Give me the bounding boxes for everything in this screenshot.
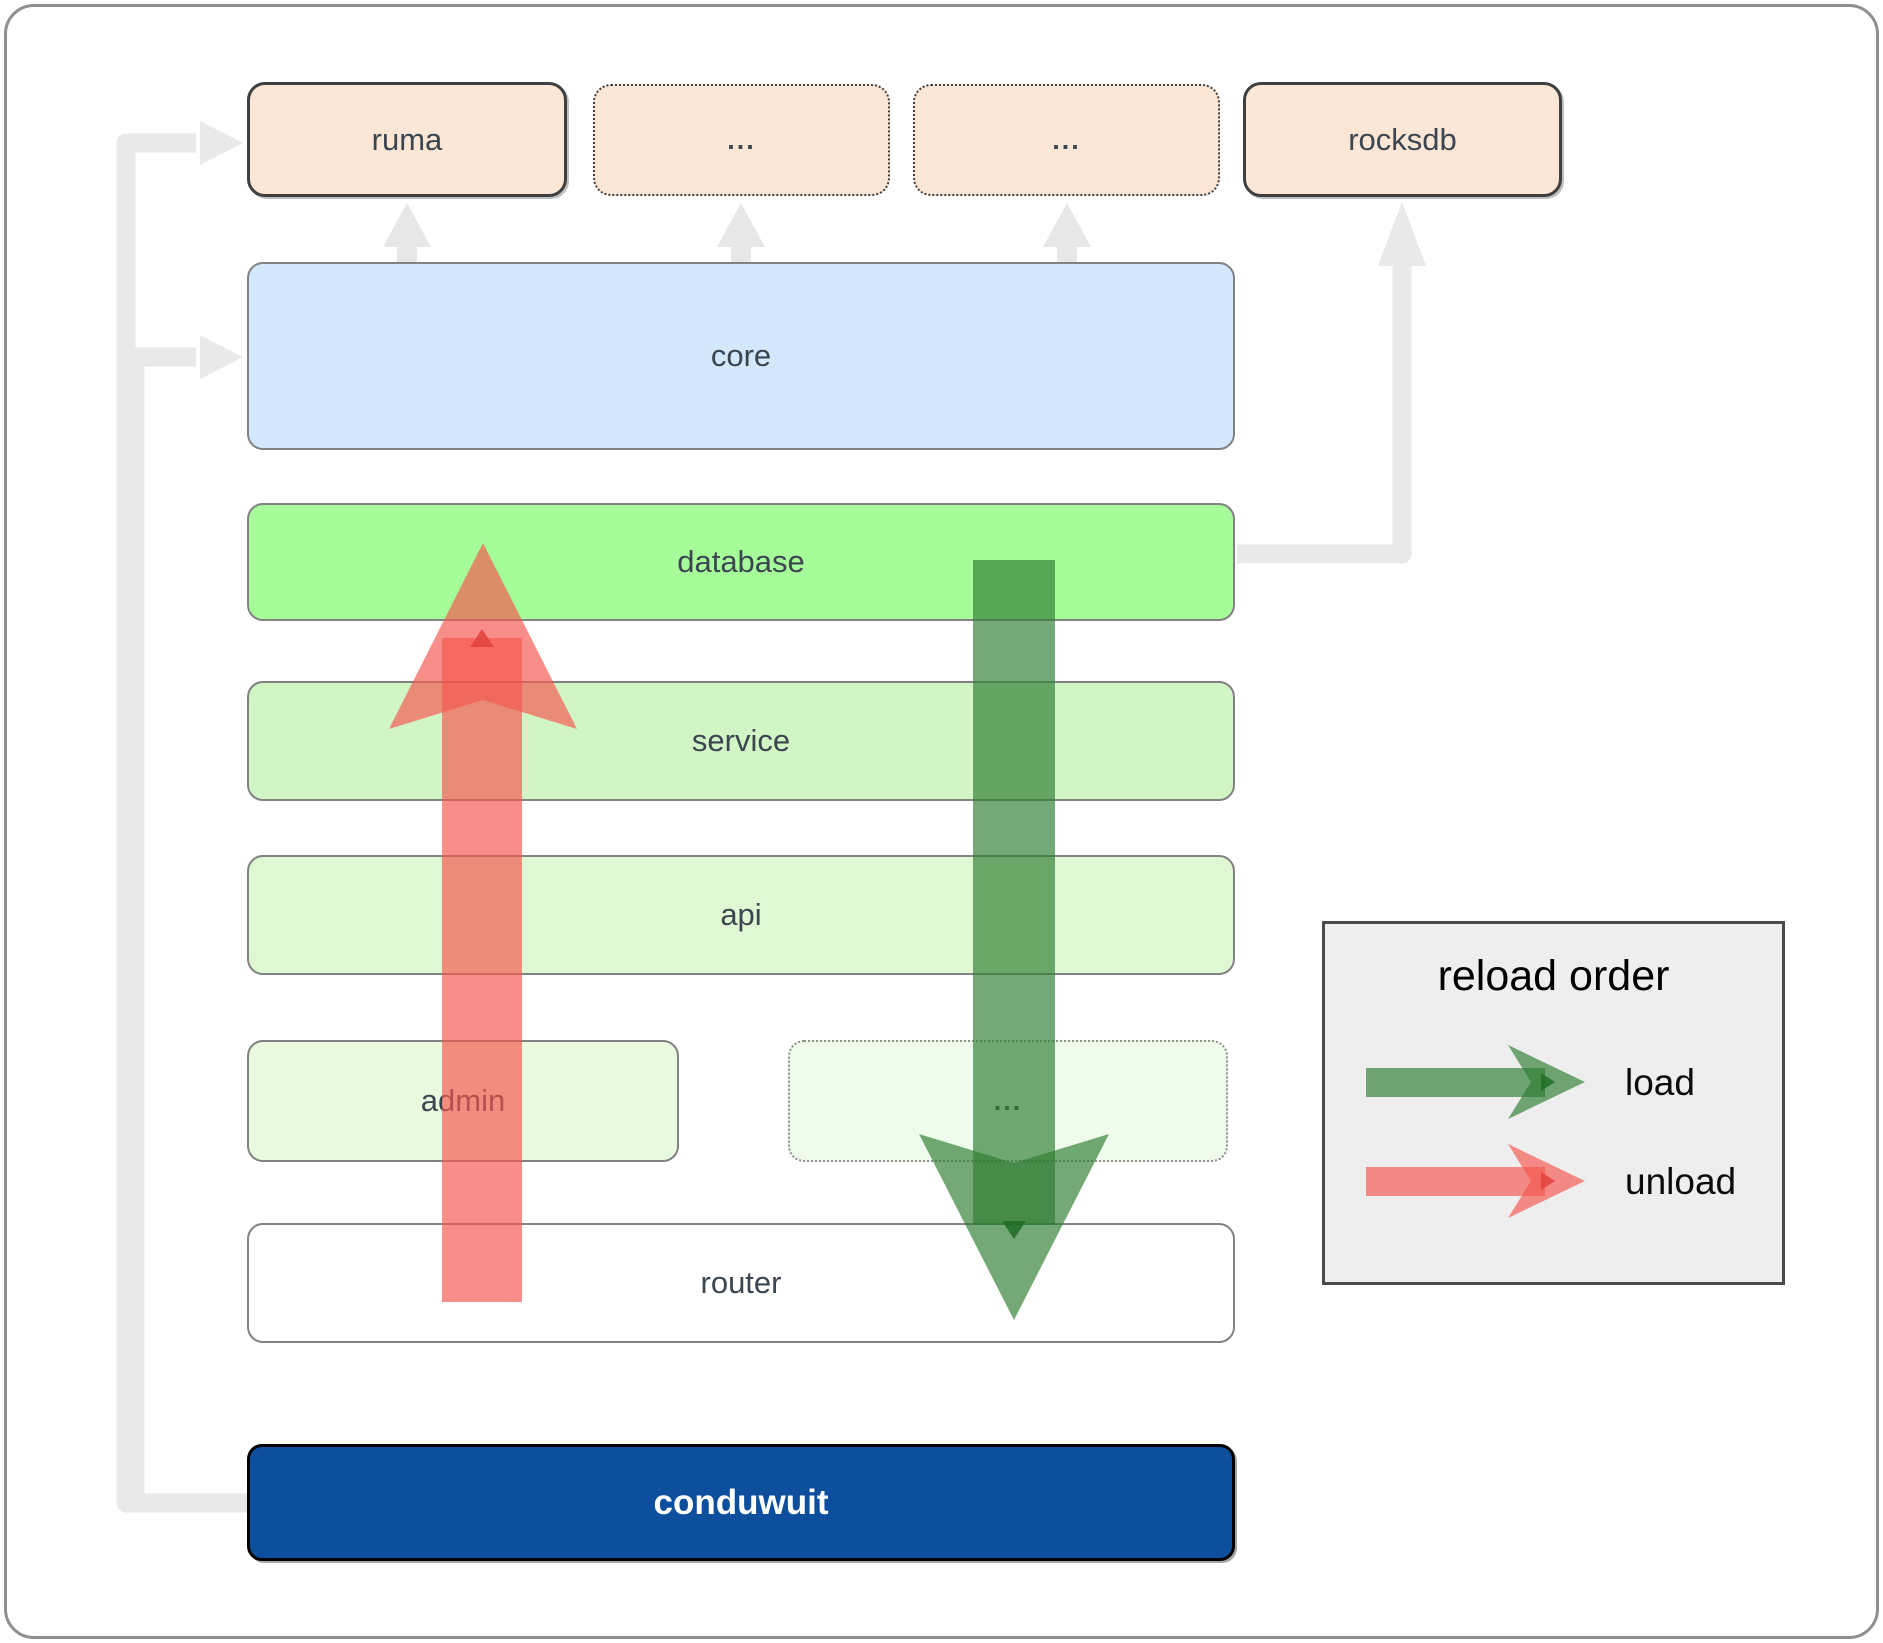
box-ellipsis-c: ... <box>788 1040 1228 1162</box>
box-ellipsis-a-label: ... <box>727 124 756 155</box>
arrowhead-into-ruma <box>200 121 243 165</box>
legend-title: reload order <box>1437 952 1670 1000</box>
box-ruma-label: ruma <box>371 121 443 157</box>
legend-load-glyph <box>1541 1073 1555 1091</box>
arrow-core-to-ruma <box>383 203 431 263</box>
box-router-label: router <box>700 1265 782 1300</box>
arrow-core-to-ellipsis-a <box>717 203 765 263</box>
legend-load-arrow <box>1366 1045 1585 1119</box>
box-conduwuit: conduwuit <box>247 1444 1235 1561</box>
box-service-label: service <box>691 723 791 758</box>
box-ellipsis-c-label: ... <box>993 1085 1023 1116</box>
box-api-label: api <box>720 897 762 932</box>
box-core-label: core <box>710 338 772 373</box>
box-ruma: ruma <box>247 82 567 197</box>
connector-conduwuit-to-core <box>125 347 252 1513</box>
legend-arrows <box>1366 1045 1585 1218</box>
box-database-label: database <box>677 544 805 579</box>
legend-unload-shaft <box>1366 1167 1545 1196</box>
arrowhead-into-core <box>200 335 243 379</box>
connector-conduwuit-to-ruma <box>116 133 252 1513</box>
box-admin-label: admin <box>420 1083 506 1118</box>
legend-unload-glyph <box>1541 1172 1555 1190</box>
box-rocksdb: rocksdb <box>1243 82 1562 197</box>
arrow-core-to-ellipsis-b <box>1043 203 1091 263</box>
legend-load-shaft <box>1366 1068 1545 1097</box>
box-admin: admin <box>247 1040 679 1162</box>
box-ellipsis-b: ... <box>913 84 1220 196</box>
box-database: database <box>247 503 1235 621</box>
legend-unload-arrow <box>1366 1144 1585 1218</box>
box-ellipsis-a: ... <box>593 84 890 196</box>
arrowhead-into-rocksdb <box>1378 202 1426 266</box>
box-api: api <box>247 855 1235 975</box>
connector-database-to-rocksdb <box>1237 264 1412 564</box>
box-core: core <box>247 262 1235 450</box>
box-service: service <box>247 681 1235 801</box>
legend-panel: reload order load unload <box>1322 921 1785 1285</box>
box-router: router <box>247 1223 1235 1343</box>
box-ellipsis-b-label: ... <box>1052 124 1081 155</box>
box-rocksdb-label: rocksdb <box>1348 121 1457 157</box>
box-conduwuit-label: conduwuit <box>653 1482 829 1522</box>
legend-unload-label: unload <box>1625 1161 1737 1202</box>
legend-load-label: load <box>1625 1062 1695 1103</box>
